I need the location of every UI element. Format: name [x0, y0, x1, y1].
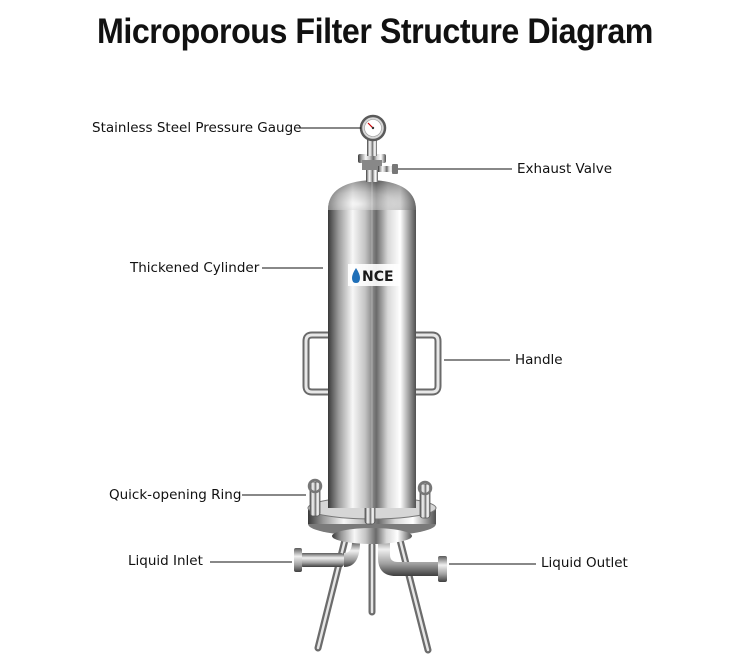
label-exhaust-valve: Exhaust Valve [517, 161, 613, 177]
label-thickened-cylinder: Thickened Cylinder [130, 260, 260, 276]
logo-text: NCE [362, 269, 394, 285]
pressure-gauge [359, 114, 387, 142]
thickened-cylinder [328, 180, 416, 508]
brand-logo: NCE [348, 264, 400, 286]
label-liquid-inlet: Liquid Inlet [128, 553, 203, 569]
diagram-title: Microporous Filter Structure Diagram [97, 12, 653, 51]
side-handles [302, 331, 442, 396]
label-liquid-outlet: Liquid Outlet [541, 555, 628, 571]
water-drop-icon [352, 268, 360, 283]
liquid-outlet-pipe [378, 535, 447, 582]
label-quick-opening-ring: Quick-opening Ring [109, 487, 242, 503]
leader-lines [210, 127, 536, 565]
label-pressure-gauge: Stainless Steel Pressure Gauge [92, 120, 302, 136]
liquid-inlet-pipe [294, 542, 360, 572]
label-handle: Handle [515, 352, 563, 368]
top-valve-assembly [358, 138, 398, 182]
